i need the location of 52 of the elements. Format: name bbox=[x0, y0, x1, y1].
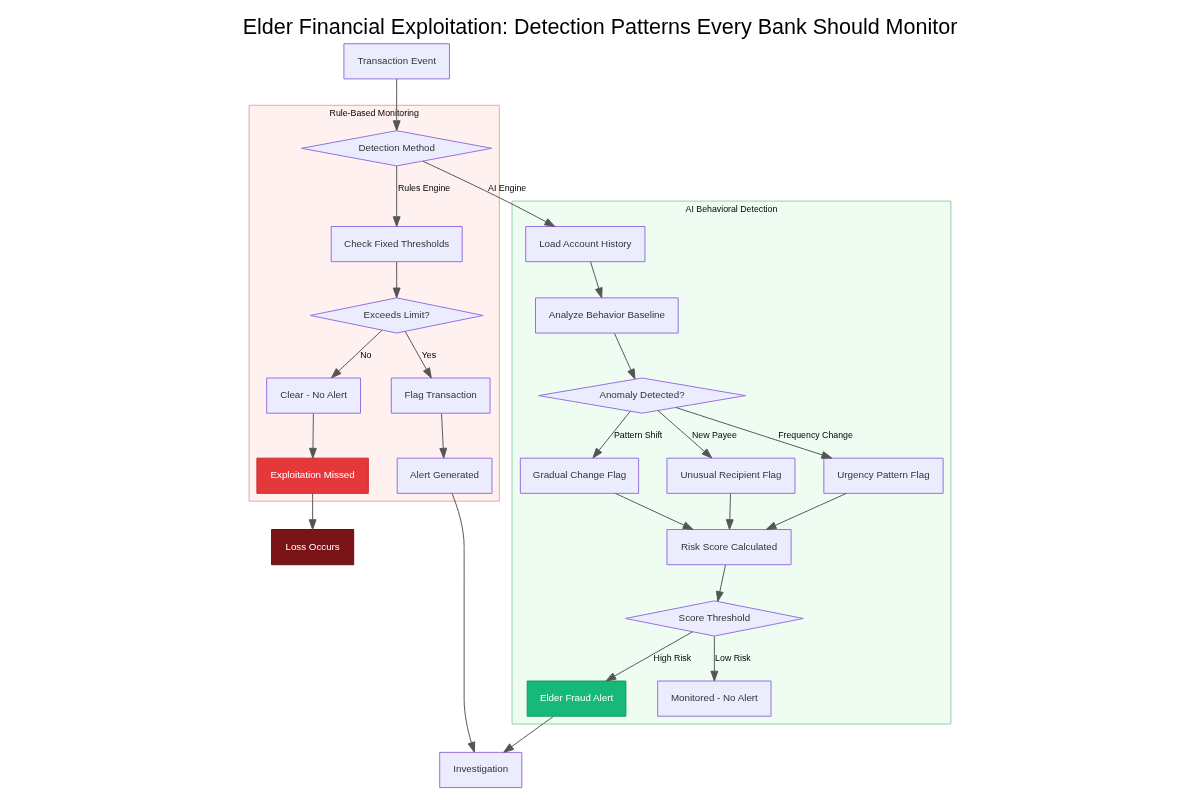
arrow bbox=[715, 564, 726, 602]
node-box: Loss Occurs bbox=[271, 529, 355, 566]
node-diamond: Exceeds Limit? bbox=[309, 297, 484, 334]
edge-label: Rules Engine bbox=[397, 182, 451, 193]
edge-label: AI Engine bbox=[488, 182, 527, 193]
node-box: Elder Fraud Alert bbox=[526, 680, 627, 717]
arrow bbox=[725, 493, 734, 530]
node-box: Transaction Event bbox=[343, 43, 450, 80]
arrow bbox=[657, 410, 713, 459]
edge-label: New Payee bbox=[691, 429, 737, 440]
arrow bbox=[309, 413, 317, 459]
node-box: Exploitation Missed bbox=[256, 457, 369, 494]
arrow bbox=[710, 635, 719, 682]
edge-label: Low Risk bbox=[715, 652, 751, 663]
node-box: Risk Score Calculated bbox=[666, 529, 792, 566]
arrow bbox=[392, 78, 401, 132]
arrow bbox=[590, 261, 603, 299]
arrow bbox=[392, 261, 401, 299]
node-box: Load Account History bbox=[525, 226, 646, 263]
edge-label: No bbox=[360, 349, 372, 360]
node-diamond: Detection Method bbox=[301, 130, 493, 167]
arrow bbox=[331, 329, 383, 379]
node-box: Investigation bbox=[439, 751, 523, 789]
node-box: Analyze Behavior Baseline bbox=[535, 297, 679, 334]
node-box: Gradual Change Flag bbox=[519, 457, 640, 494]
node-box: Alert Generated bbox=[396, 457, 493, 494]
arrow bbox=[592, 410, 631, 459]
arrow bbox=[392, 165, 401, 227]
edge-label: Frequency Change bbox=[778, 429, 853, 440]
diagram-title: Elder Financial Exploitation: Detection Patterns Every Bank Should Monitor bbox=[242, 14, 958, 39]
node-diamond: Anomaly Detected? bbox=[538, 377, 747, 414]
arrow bbox=[614, 332, 636, 380]
node-box: Check Fixed Thresholds bbox=[330, 226, 463, 263]
arrow bbox=[675, 407, 833, 459]
node-box: Clear - No Alert bbox=[266, 377, 361, 414]
arrow bbox=[605, 631, 693, 682]
arrow bbox=[451, 493, 476, 753]
arrow bbox=[439, 413, 448, 459]
edge-label: Pattern Shift bbox=[613, 429, 663, 440]
node-box: Monitored - No Alert bbox=[657, 680, 772, 717]
arrow bbox=[308, 493, 317, 530]
node-box: Flag Transaction bbox=[390, 377, 491, 414]
arrow bbox=[614, 492, 694, 530]
arrow bbox=[404, 331, 432, 379]
arrow bbox=[503, 715, 554, 753]
arrow bbox=[422, 160, 556, 227]
edge-label: Yes bbox=[421, 349, 437, 360]
node-box: Urgency Pattern Flag bbox=[823, 457, 944, 494]
edge-label: High Risk bbox=[653, 652, 692, 663]
arrow bbox=[765, 492, 847, 530]
node-box: Unusual Recipient Flag bbox=[666, 457, 796, 494]
node-diamond: Score Threshold bbox=[624, 600, 804, 637]
